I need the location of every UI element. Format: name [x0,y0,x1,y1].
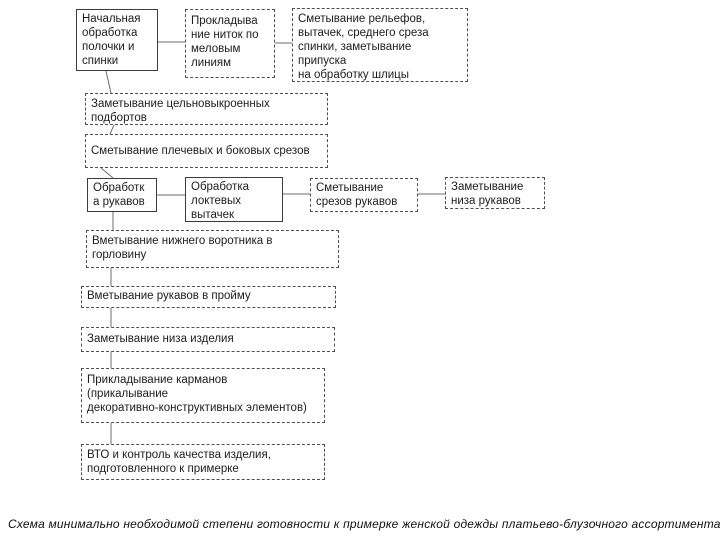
flow-box-basting-sleeve-hem: Заметывание низа рукавов [445,177,545,209]
flow-box-sleeve-processing: Обработк а рукавов [87,178,157,212]
flow-box-initial-processing-front-back: Начальная обработка полочки и спинки [76,9,158,71]
flow-box-basting-product-hem: Заметывание низа изделия [81,327,335,352]
flow-box-elbow-darts-processing: Обработка локтевых вытачек [185,177,283,222]
flow-box-sleeves-into-armhole: Вметывание рукавов в пройму [81,286,336,308]
diagram-caption: Схема минимально необходимой степени гот… [8,517,720,531]
flow-box-basting-cut-in-one-facings: Заметывание цельновыкроенных подбортов [85,93,328,125]
flow-box-thread-marking-chalk-lines: Прокладыва ние ниток по меловым линиям [185,9,275,78]
flow-box-under-collar-into-neckline: Вметывание нижнего воротника в горловину [86,230,339,268]
flow-box-basting-reliefs-darts-back: Сметывание рельефов, вытачек, среднего с… [292,8,468,82]
flow-box-wto-quality-control: ВТО и контроль качества изделия, подгото… [81,444,325,480]
flow-box-basting-shoulder-side-seams: Сметывание плечевых и боковых срезов [85,134,328,168]
flow-box-pockets-attachment: Прикладывание карманов (прикалывание дек… [81,368,325,423]
flow-box-basting-sleeve-seams: Сметывание срезов рукавов [310,178,418,212]
